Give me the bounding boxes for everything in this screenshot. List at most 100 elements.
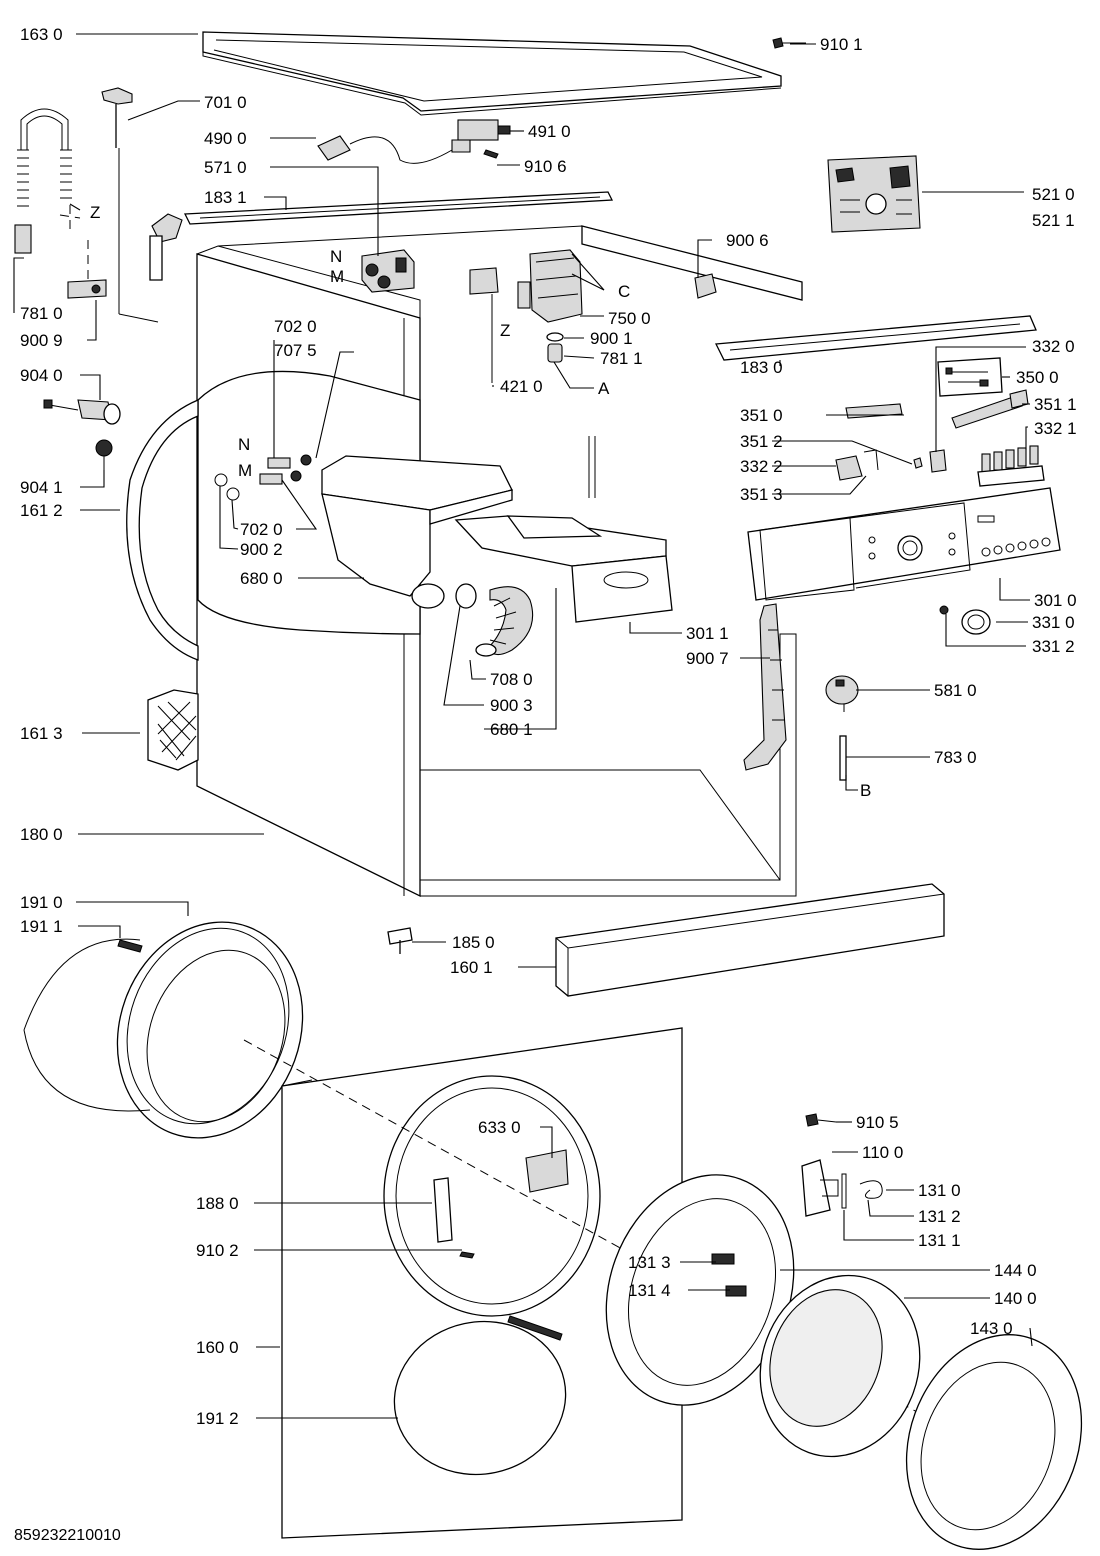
label-702-0-b: 702 0 xyxy=(240,520,283,539)
label-910-6: 910 6 xyxy=(524,157,567,176)
part-9002-clamps xyxy=(214,473,240,501)
part-4910-filter xyxy=(457,119,511,141)
label-332-0: 332 0 xyxy=(1032,337,1075,356)
label-900-6: 900 6 xyxy=(726,231,769,250)
label-750-0: 750 0 xyxy=(608,309,651,328)
label-521-0: 521 0 xyxy=(1032,185,1075,204)
label-z-upper: Z xyxy=(90,203,100,222)
label-900-9: 900 9 xyxy=(20,331,63,350)
drawing-number: 859232210010 xyxy=(14,1527,121,1544)
label-521-1: 521 1 xyxy=(1032,211,1075,230)
part-9040-pump xyxy=(43,399,121,425)
part-3500-display-board xyxy=(937,357,1003,397)
label-491-0: 491 0 xyxy=(528,122,571,141)
part-6800-dispenser xyxy=(321,455,513,609)
label-781-0: 781 0 xyxy=(20,304,63,323)
label-351-2: 351 2 xyxy=(740,432,783,451)
label-900-3: 900 3 xyxy=(490,696,533,715)
part-1912-clamp-ring xyxy=(393,1320,567,1476)
part-1831-rail xyxy=(183,191,614,225)
label-331-2: 331 2 xyxy=(1032,637,1075,656)
part-1601-kickplate xyxy=(555,883,945,997)
label-140-0: 140 0 xyxy=(994,1289,1037,1308)
label-m-lower: M xyxy=(238,461,252,480)
part-1613-filter-cover xyxy=(147,689,199,771)
label-191-1: 191 1 xyxy=(20,917,63,936)
label-191-0: 191 0 xyxy=(20,893,63,912)
part-3321-knob-set xyxy=(977,445,1045,487)
label-131-0: 131 0 xyxy=(918,1181,961,1200)
screw-9101-part xyxy=(772,37,806,49)
label-910-2: 910 2 xyxy=(196,1241,239,1260)
label-191-2: 191 2 xyxy=(196,1409,239,1428)
label-680-0: 680 0 xyxy=(240,569,283,588)
seal-outline-arc xyxy=(23,938,141,1031)
label-351-3: 351 3 xyxy=(740,485,783,504)
label-a: A xyxy=(598,379,610,398)
label-702-0-a: 702 0 xyxy=(274,317,317,336)
label-900-2: 900 2 xyxy=(240,540,283,559)
label-332-1: 332 1 xyxy=(1034,419,1077,438)
part-3512-lever xyxy=(913,449,947,473)
seal-outline-arc-lower xyxy=(23,1029,151,1112)
part-7075-valves xyxy=(259,454,312,485)
part-1911-spring xyxy=(117,939,143,953)
part-9105-screw xyxy=(805,1113,837,1127)
label-490-0: 490 0 xyxy=(204,129,247,148)
part-9106-screw xyxy=(483,149,499,159)
label-131-4: 131 4 xyxy=(628,1281,671,1300)
part-1400-door-glass xyxy=(759,1274,921,1458)
hose-coil-part xyxy=(14,108,89,280)
label-900-1: 900 1 xyxy=(590,329,633,348)
label-n-lower: N xyxy=(238,435,250,454)
part-9001-clip xyxy=(546,332,564,342)
label-781-1: 781 1 xyxy=(600,349,643,368)
label-701-0: 701 0 xyxy=(204,93,247,112)
part-5710-water-valve xyxy=(361,249,415,293)
label-160-1: 160 1 xyxy=(450,958,493,977)
part-7080-clamp xyxy=(475,643,497,657)
part-1612-seal xyxy=(126,399,199,661)
part-4210-suppressor xyxy=(469,267,499,383)
part-5210-electronic-board xyxy=(827,155,921,233)
label-143-0: 143 0 xyxy=(970,1319,1013,1338)
part-3510-button-strip xyxy=(845,403,903,419)
label-163-0: 163 0 xyxy=(20,25,63,44)
part-3322-switch xyxy=(835,449,879,481)
label-332-2: 332 2 xyxy=(740,457,783,476)
label-144-0: 144 0 xyxy=(994,1261,1037,1280)
label-185-0: 185 0 xyxy=(452,933,495,952)
label-904-1: 904 1 xyxy=(20,478,63,497)
label-n-upper: N xyxy=(330,247,342,266)
part-elbow-hose xyxy=(149,213,183,281)
part-1100-handle xyxy=(801,1159,839,1217)
label-633-0: 633 0 xyxy=(478,1118,521,1137)
part-9041-cap xyxy=(95,439,113,470)
label-301-1: 301 1 xyxy=(686,624,729,643)
part-7500-pressure-chamber xyxy=(517,249,583,323)
label-183-0: 183 0 xyxy=(740,358,783,377)
part-9007-harness xyxy=(743,603,787,771)
cabinet-frame-part xyxy=(196,225,803,898)
label-910-1: 910 1 xyxy=(820,35,863,54)
label-707-5: 707 5 xyxy=(274,341,317,360)
part-3312-spring xyxy=(939,605,949,615)
label-110-0: 110 0 xyxy=(862,1143,903,1162)
label-131-1: 131 1 xyxy=(918,1231,961,1250)
label-783-0: 783 0 xyxy=(934,748,977,767)
label-z-lower: Z xyxy=(500,321,510,340)
label-301-0: 301 0 xyxy=(1034,591,1077,610)
label-331-0: 331 0 xyxy=(1032,613,1075,632)
part-7010 xyxy=(101,87,159,323)
label-161-2: 161 2 xyxy=(20,501,63,520)
label-351-1: 351 1 xyxy=(1034,395,1077,414)
part-3310-knob xyxy=(961,609,991,635)
part-7830-pin xyxy=(839,735,847,781)
part-1910-door-seal xyxy=(116,921,304,1139)
leader-lines xyxy=(13,33,1033,1419)
part-3511-led-strip xyxy=(951,389,1029,429)
part-1310-hook xyxy=(841,1173,883,1209)
part-7811-cap xyxy=(547,343,563,363)
label-180-0: 180 0 xyxy=(20,825,63,844)
